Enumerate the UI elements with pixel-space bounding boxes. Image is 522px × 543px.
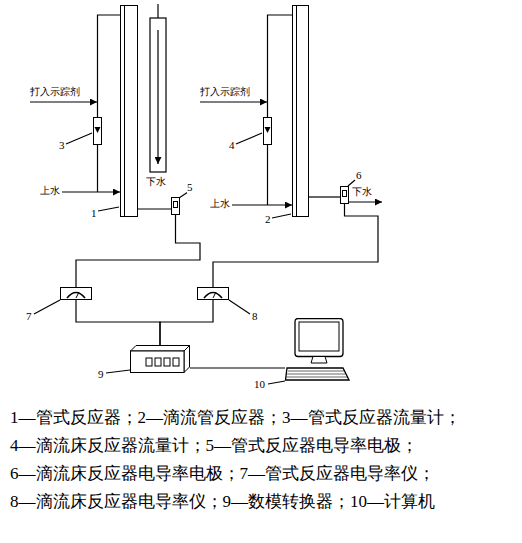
electrode-cap	[173, 201, 178, 208]
flow-arrow	[157, 30, 158, 164]
signal-wire	[98, 15, 121, 117]
water-arrow	[232, 204, 292, 205]
leader-line	[268, 381, 285, 384]
leader-line	[229, 300, 250, 314]
inlet-label: 上水	[40, 185, 60, 197]
reactor-wall	[296, 6, 297, 216]
drain-arrow	[349, 201, 382, 202]
leader-line	[98, 207, 119, 211]
meter-dial	[204, 293, 222, 299]
inlet-label: 上水	[210, 198, 230, 210]
leader-line	[106, 370, 130, 373]
callout-number: 1	[91, 207, 97, 219]
meter-case	[61, 288, 92, 300]
converter-box: 9	[130, 345, 190, 373]
trickle-reactor: 2	[292, 5, 309, 217]
monitor-stand	[311, 357, 327, 364]
display-digit	[146, 358, 152, 366]
callout-number: 8	[252, 310, 258, 322]
meter-symbol	[60, 287, 92, 300]
conductivity-electrode: 5	[171, 197, 180, 215]
converter-symbol	[130, 345, 190, 373]
signal-wire	[309, 196, 340, 197]
signal-wire	[190, 367, 285, 368]
reactor-wall	[124, 6, 125, 216]
inlet-label: 打入示踪剂	[200, 86, 250, 98]
signal-wire	[138, 208, 171, 209]
leader-line	[272, 214, 291, 218]
computer-icon: 10	[285, 318, 350, 386]
display-digit	[173, 358, 179, 366]
converter-front	[131, 351, 185, 373]
converter-top	[131, 346, 190, 352]
outlet-label: 下水	[146, 176, 166, 188]
drain-tube	[150, 18, 166, 172]
leader-line	[34, 300, 60, 314]
callout-number: 2	[265, 213, 271, 225]
display-digit	[155, 358, 161, 366]
meter-case	[198, 288, 229, 300]
key-line: 1—管式反应器；2—滴流管反应器；3—管式反应器流量计；	[10, 408, 461, 428]
key-line: 6—滴流床反应器电导率电极；7—管式反应器电导率仪；	[10, 464, 435, 484]
water-arrow	[62, 191, 120, 192]
conductivity-meter: 7	[60, 287, 92, 300]
electrode-cap	[342, 190, 347, 197]
callout-number: 9	[98, 368, 104, 380]
feed-pipe	[267, 145, 268, 205]
keyboard	[286, 368, 350, 380]
tracer-arrow	[200, 101, 267, 102]
monitor	[295, 319, 343, 357]
outlet-label: 下水	[352, 186, 372, 198]
float-marker	[265, 127, 271, 133]
float-symbol	[264, 118, 271, 144]
meter-dial	[67, 293, 85, 299]
tube-stub	[157, 4, 158, 18]
flowmeter: 3	[93, 117, 102, 145]
signal-wire	[76, 215, 200, 287]
callout-number: 5	[187, 181, 193, 193]
callout-number: 10	[254, 378, 265, 390]
conductivity-electrode: 6	[340, 186, 349, 204]
display-digit	[164, 358, 170, 366]
meter-needle	[76, 292, 79, 298]
flowmeter: 4	[263, 117, 272, 145]
key-line: 4—滴流床反应器流量计；5—管式反应器电导率电极；	[10, 436, 418, 456]
feed-pipe	[97, 145, 98, 192]
signal-wire	[76, 300, 160, 345]
float-symbol	[94, 118, 101, 144]
leader-line	[66, 133, 92, 144]
callout-number: 3	[59, 139, 65, 151]
inlet-label: 打入示踪剂	[30, 86, 80, 98]
key-row	[286, 377, 347, 378]
converter-side	[184, 346, 190, 373]
callout-number: 7	[26, 310, 32, 322]
key-row	[288, 371, 344, 372]
leader-line	[236, 133, 262, 144]
meter-symbol	[197, 287, 229, 300]
signal-wire	[160, 300, 213, 345]
screen	[299, 322, 339, 351]
meter-needle	[213, 292, 216, 298]
computer-symbol	[285, 318, 350, 386]
tracer-arrow	[30, 101, 97, 102]
tubular-reactor: 1	[120, 5, 138, 217]
callout-number: 4	[229, 139, 235, 151]
conductivity-meter: 8	[197, 287, 229, 300]
key-row	[287, 374, 345, 375]
key-line: 8—滴流床反应器电导率仪；9—数模转换器；10—计算机	[10, 492, 435, 512]
float-marker	[95, 127, 101, 133]
signal-wire	[268, 15, 293, 117]
callout-number: 6	[356, 169, 362, 181]
